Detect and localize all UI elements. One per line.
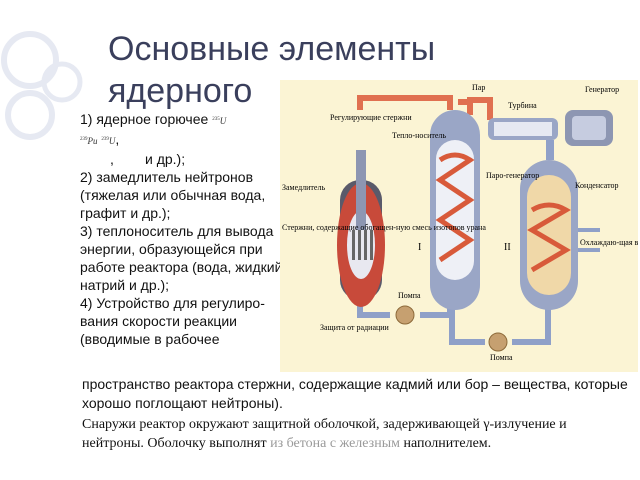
generator: [565, 110, 613, 146]
label-circuit-1: I: [418, 242, 421, 253]
decorative-circles: [1, 31, 83, 140]
pump-2-icon: [488, 332, 508, 352]
fuel-rod: [364, 230, 367, 260]
item-control: 4) Устройство для регулиро-вания скорост…: [80, 295, 265, 347]
control-rods: [356, 150, 366, 230]
secondary-pipe-bottom: [449, 305, 551, 345]
item-fuel: 1) ядерное горючее 235U 239Pu 239U, , и …: [80, 111, 227, 167]
isotope-pu239: 239Pu: [80, 136, 98, 146]
item-moderator: 2) замедлитель нейтронов (тяжелая или об…: [80, 169, 266, 221]
steam-generator: [430, 110, 480, 310]
bottom-para2-c: наполнителем.: [403, 436, 492, 451]
cooling-water-pipes: [578, 228, 600, 252]
reactor: [337, 150, 385, 307]
isotope-u239: 239U: [101, 136, 116, 146]
elements-list: 1) ядерное горючее 235U 239Pu 239U, , и …: [80, 110, 290, 348]
label-pump-2: Помпа: [490, 353, 513, 362]
fuel-rod: [358, 230, 361, 260]
reactor-diagram: Пар Турбина Генератор Регулирующие стерж…: [280, 80, 638, 372]
condenser: [520, 160, 600, 310]
label-control-rods: Регулирующие стержни: [330, 113, 412, 122]
label-coolant: Тепло-носитель: [392, 131, 446, 140]
label-cooling-water: Охлаждаю-щая вода: [580, 238, 638, 247]
primary-pipe-top: [357, 95, 453, 110]
item-coolant: 3) теплоноситель для вывода энергии, обр…: [80, 223, 283, 293]
page-title: Основные элементы ядерного: [108, 28, 435, 112]
label-turbine: Турбина: [508, 101, 537, 110]
pump-1-icon: [395, 305, 415, 325]
isotope-u235: 235U: [212, 116, 227, 126]
bottom-para2-a: Снаружи реактор окружают защитной оболоч…: [82, 417, 567, 451]
item-fuel-tail: , и др.);: [110, 151, 186, 167]
label-moderator: Замедлитель: [282, 183, 325, 192]
bottom-text: пространство реактора стержни, содержащи…: [82, 375, 632, 453]
turbine: [488, 118, 558, 140]
bottom-paragraph-2: Снаружи реактор окружают защитной оболоч…: [82, 415, 632, 453]
heat-exchanger-coil: [435, 152, 475, 263]
fuel-rod: [370, 230, 373, 260]
item-fuel-text: 1) ядерное горючее: [80, 111, 209, 127]
label-radiation-shield: Защита от радиации: [320, 323, 390, 332]
label-generator: Генератор: [585, 85, 619, 94]
turbine-blades: [494, 122, 552, 136]
label-circuit-2: II: [504, 242, 511, 253]
label-pump-1: Помпа: [398, 291, 421, 300]
generator-inner: [572, 116, 606, 140]
label-condenser: Конденсатор: [575, 181, 619, 190]
label-fuel-rods: Стержни, содержащие обогащен-ную смесь и…: [282, 223, 486, 232]
fuel-rod: [352, 230, 355, 260]
bottom-para2-b: из бетона с железным: [270, 436, 400, 451]
title-line-2: ядерного: [108, 72, 253, 110]
title-line-1: Основные элементы: [108, 30, 436, 68]
label-steam: Пар: [472, 83, 485, 92]
condenser-coil: [527, 202, 571, 273]
condenser-inner: [527, 175, 571, 295]
label-steam-generator: Паро-генератор: [486, 171, 539, 180]
steam-pipe-2: [458, 99, 473, 115]
bottom-line-1: пространство реактора стержни, содержащи…: [82, 376, 628, 411]
